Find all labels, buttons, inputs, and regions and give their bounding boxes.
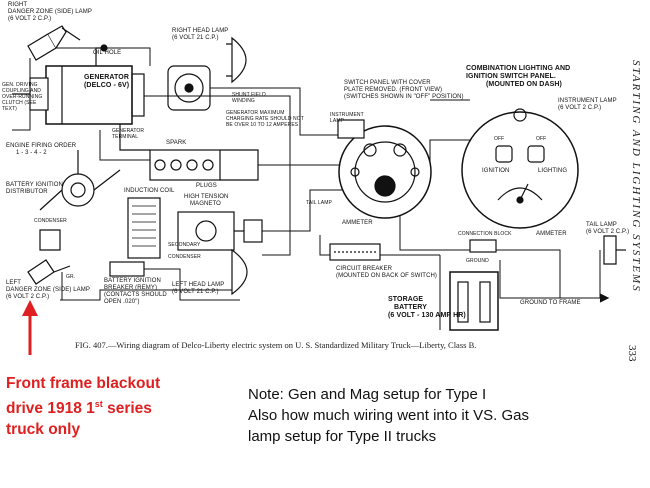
side-title: STARTING AND LIGHTING SYSTEMS xyxy=(630,60,642,293)
combination-switch-panel xyxy=(461,108,579,229)
label-firing-order: ENGINE FIRING ORDER 1 - 3 - 4 - 2 xyxy=(6,143,77,156)
label-battery-ignition-distributor: BATTERY IGNITION DISTRIBUTOR xyxy=(6,182,63,195)
label-combination-switch-panel: COMBINATION LIGHTING AND IGNITION SWITCH… xyxy=(466,65,571,88)
black-note-line-3: lamp setup for Type II trucks xyxy=(248,428,437,445)
label-lighting: LIGHTING xyxy=(538,168,568,174)
label-secondary: SECONDARY xyxy=(168,242,201,248)
label-storage-battery: STORAGE BATTERY (6 VOLT - 130 AMP HR) xyxy=(388,296,466,319)
right-head-lamp xyxy=(226,36,247,84)
label-ammeter-2: AMMETER xyxy=(536,231,567,237)
battery-ignition-distributor xyxy=(39,150,121,251)
label-oil-hole: OIL HOLE xyxy=(93,50,122,56)
switch-panel xyxy=(337,119,432,219)
label-condenser: CONDENSER xyxy=(34,218,67,224)
wiring-harness xyxy=(12,47,601,330)
label-connection-block: CONNECTION BLOCK xyxy=(458,231,512,237)
left-danger-lamp xyxy=(27,259,71,285)
label-gr: GR. xyxy=(66,274,76,280)
black-annotation: Note: Gen and Mag setup for Type I Also … xyxy=(248,384,529,447)
label-ignition: IGNITION xyxy=(482,168,510,174)
label-left-danger-lamp: LEFT DANGER ZONE (SIDE) LAMP (6 VOLT 2 C… xyxy=(6,280,90,300)
label-gen-driving: GEN. DRIVING COUPLING AND OVER-RUNNING C… xyxy=(2,82,43,112)
label-ammeter: AMMETER xyxy=(342,220,373,226)
label-shunt-field: SHUNT FIELD WINDING xyxy=(232,92,266,104)
figure-caption: FIG. 407.—Wiring diagram of Delco-Libert… xyxy=(75,340,477,350)
spark-plugs xyxy=(149,149,259,181)
left-head-lamp xyxy=(231,248,248,296)
label-switch-panel: SWITCH PANEL WITH COVER PLATE REMOVED. (… xyxy=(344,80,464,100)
label-instrument-lamp: INSTRUMENT LAMP (6 VOLT 2 C.P.) xyxy=(558,98,617,111)
label-generator: GENERATOR (DELCO - 6V) xyxy=(84,74,130,89)
battery-ignition-breaker xyxy=(109,261,145,277)
tail-lamp xyxy=(603,235,626,265)
label-left-head-lamp: LEFT HEAD LAMP (6 VOLT 21 C.P.) xyxy=(172,282,225,295)
label-tail-lamp-small: TAIL LAMP xyxy=(306,200,332,206)
label-circuit-breaker: CIRCUIT BREAKER (MOUNTED ON BACK OF SWIT… xyxy=(336,266,438,279)
label-ground: GROUND xyxy=(466,258,489,264)
label-spark: SPARK xyxy=(166,140,187,146)
label-induction-coil: INDUCTION COIL xyxy=(124,188,175,194)
red-note-line-1: Front frame blackout xyxy=(6,375,161,392)
red-note-line-3: truck only xyxy=(6,421,81,439)
red-annotation: Front frame blackout drive 1918 1st seri… xyxy=(6,373,160,440)
label-off-2: OFF xyxy=(536,136,547,142)
magneto xyxy=(177,211,263,251)
circuit-breaker xyxy=(329,243,381,261)
top-distributor xyxy=(167,65,211,111)
label-ground-to-frame: GROUND TO FRAME xyxy=(520,300,581,306)
label-high-tension-magneto: HIGH TENSION MAGNETO xyxy=(184,194,229,207)
label-off-1: OFF xyxy=(494,136,505,142)
label-generator-terminal: GENERATOR TERMINAL xyxy=(112,128,145,140)
label-tail-lamp: TAIL LAMP (6 VOLT 2 C.P.) xyxy=(586,222,630,235)
label-instrument-lamp-small: INSTRUMENT LAMP xyxy=(330,112,364,124)
black-note-line-2: Also how much wiring went into it VS. Ga… xyxy=(248,407,529,424)
connection-block xyxy=(469,239,497,253)
label-battery-ignition-breaker: BATTERY IGNITION BREAKER (REMY) (CONTACT… xyxy=(104,278,167,305)
label-plugs: PLUGS xyxy=(196,183,217,189)
red-arrow xyxy=(22,300,38,355)
label-right-head-lamp: RIGHT HEAD LAMP (6 VOLT 21 C.P.) xyxy=(172,28,229,41)
label-generator-max: GENERATOR MAXIMUM CHARGING RATE SHOULD N… xyxy=(226,110,304,128)
page-number: 333 xyxy=(626,345,638,362)
black-note-line-1: Note: Gen and Mag setup for Type I xyxy=(248,386,487,403)
label-right-danger-lamp: RIGHT DANGER ZONE (SIDE) LAMP (6 VOLT 2 … xyxy=(8,2,92,22)
right-danger-lamp xyxy=(27,25,81,61)
label-condenser-2: CONDENSER xyxy=(168,254,201,260)
red-note-line-2: drive 1918 1st series xyxy=(6,399,152,418)
induction-coil xyxy=(127,197,161,259)
storage-battery xyxy=(449,271,499,331)
